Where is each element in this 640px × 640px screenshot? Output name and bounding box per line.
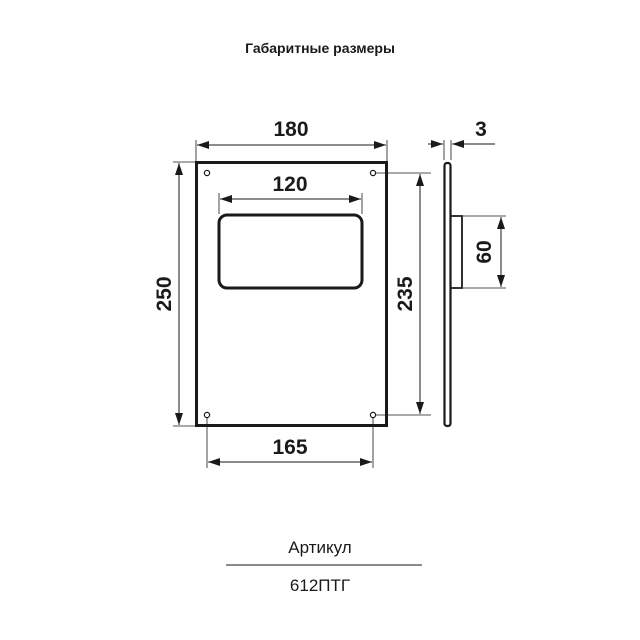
mounting-hole-icon (369, 169, 377, 177)
mounting-hole-icon (369, 411, 377, 419)
plate-side-profile (443, 161, 452, 428)
dimension-label: 120 (272, 173, 307, 196)
article-label: Артикул (288, 538, 352, 557)
dimension-opening-width: 120 (218, 173, 363, 214)
plate-outline (195, 161, 388, 427)
side-view (443, 161, 463, 428)
duct-opening (217, 213, 364, 290)
article-value: 612ПТГ (289, 576, 351, 595)
divider (226, 564, 422, 566)
dimension-hole-horizontal-spacing: 165 (206, 418, 374, 468)
dimension-label: 3 (475, 118, 487, 141)
mounting-hole-icon (203, 169, 211, 177)
dimension-label: 165 (272, 436, 307, 459)
dimension-label: 60 (473, 240, 496, 263)
dimension-thickness: 3 (428, 118, 495, 160)
dimension-hole-vertical-spacing: 235 (376, 172, 431, 416)
page-title: Габаритные размеры (245, 40, 395, 56)
mounting-hole-icon (203, 411, 211, 419)
dimension-boss-height: 60 (463, 215, 506, 289)
dimension-label: 250 (153, 276, 176, 311)
dimension-overall-width: 180 (195, 118, 388, 162)
dimension-overall-height: 250 (153, 161, 196, 427)
dimension-label: 235 (394, 276, 417, 311)
boss-side-profile (450, 215, 463, 289)
dimension-label: 180 (273, 118, 308, 141)
front-view (195, 161, 388, 427)
